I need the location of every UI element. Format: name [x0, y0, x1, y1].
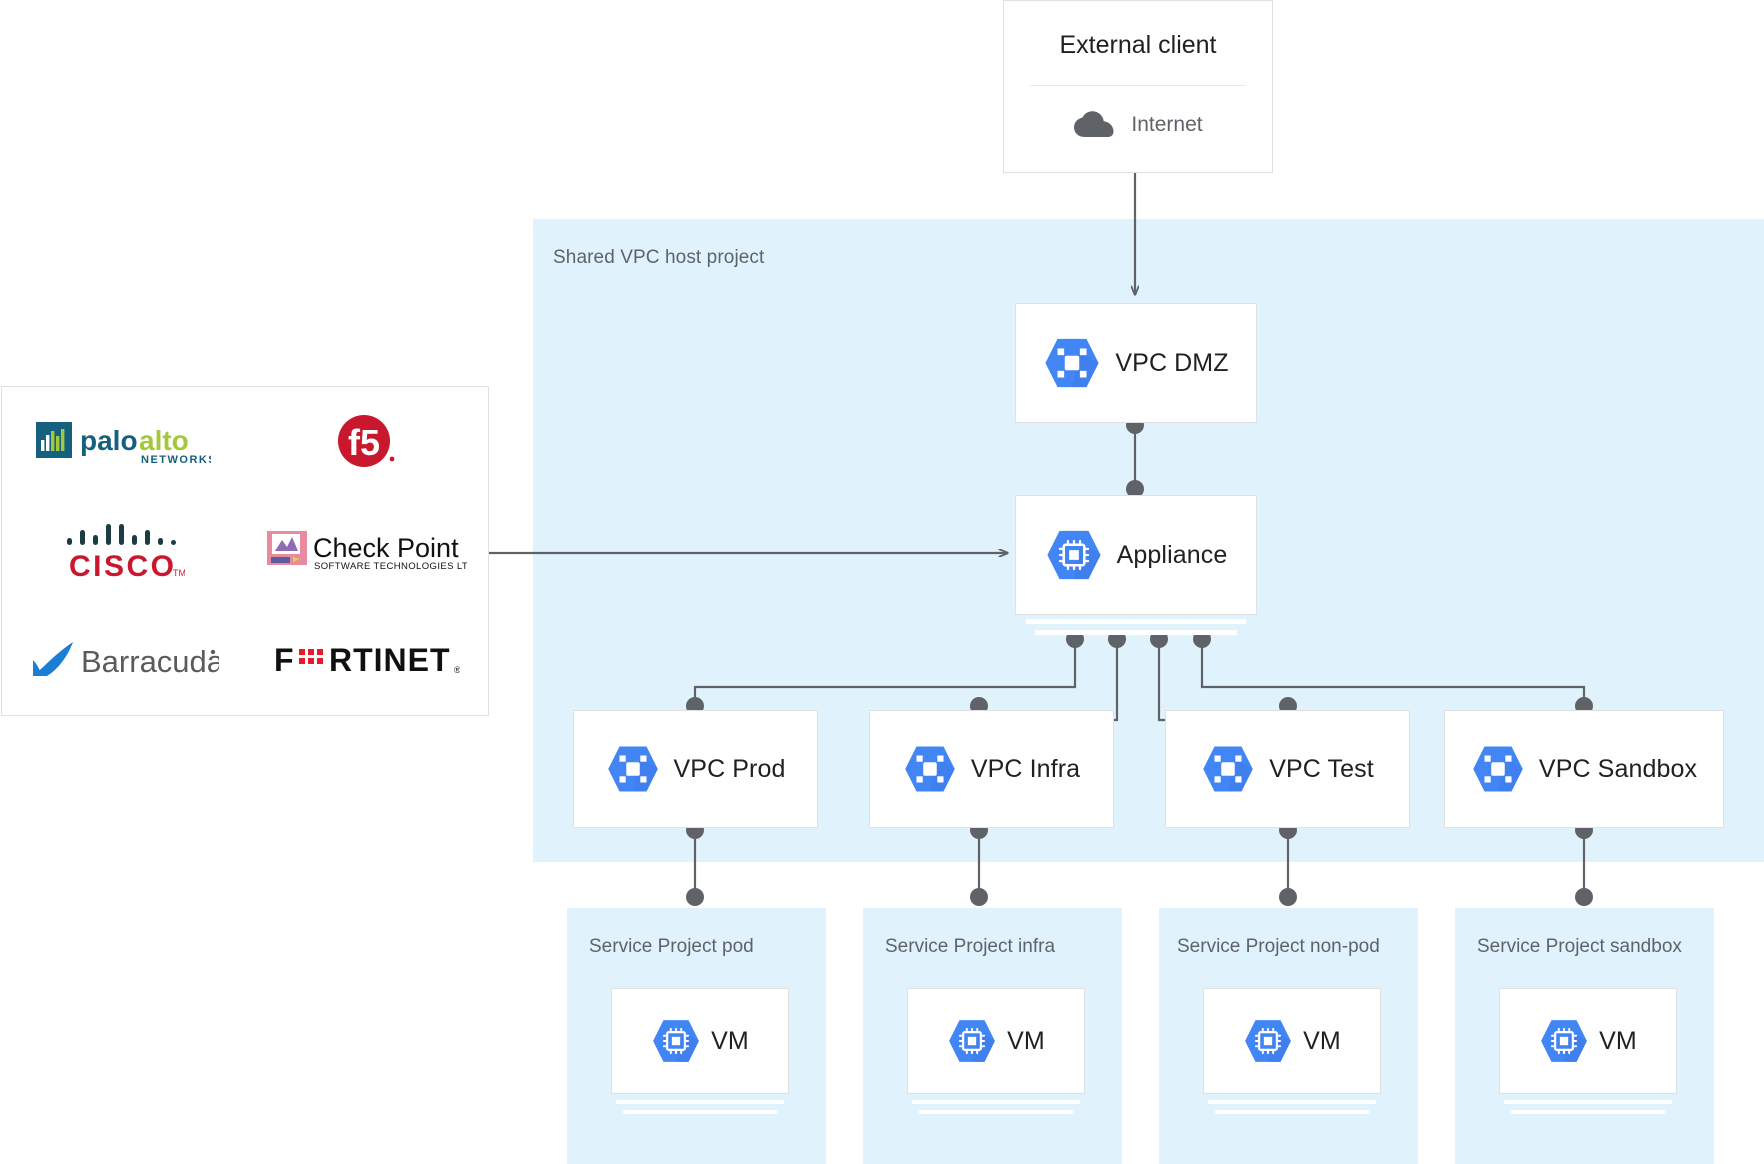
- cisco-logo: CISCO TM: [2, 496, 245, 605]
- node-label-vm-pod: VM: [711, 1026, 749, 1055]
- vm-stack-line-non-pod: [1208, 1100, 1376, 1104]
- node-label-vpc-dmz: VPC DMZ: [1115, 348, 1229, 377]
- vm-stack-line-pod: [616, 1100, 784, 1104]
- node-label-vpc-prod: VPC Prod: [673, 754, 786, 783]
- external-client-title: External client: [1059, 31, 1217, 59]
- palo-alto-networks-logo: palo alto NETWORKS: [2, 387, 245, 496]
- service-project-label-pod: Service Project pod: [589, 936, 754, 957]
- node-label-appliance: Appliance: [1116, 540, 1228, 569]
- service-project-label-non-pod: Service Project non-pod: [1177, 936, 1380, 957]
- external-client-network-row: Internet: [1004, 111, 1272, 139]
- vpc-network-icon: [903, 742, 957, 796]
- svg-text:alto: alto: [139, 425, 189, 456]
- fortinet-logo: F RTINET ®: [245, 606, 488, 715]
- vpc-network-icon: [1471, 742, 1525, 796]
- compute-vm-icon: [947, 1016, 997, 1066]
- vm-stack-line-infra: [912, 1100, 1080, 1104]
- vm-stack-line-non-pod-2: [1215, 1110, 1369, 1114]
- external-client-panel: External client Internet: [1003, 0, 1273, 173]
- shared-vpc-host-project-label: Shared VPC host project: [553, 247, 765, 268]
- node-appliance[interactable]: Appliance: [1015, 495, 1257, 615]
- vm-stack-line-sandbox: [1504, 1100, 1672, 1104]
- node-vpc-infra[interactable]: VPC Infra: [869, 710, 1114, 828]
- node-vm-pod[interactable]: VM: [611, 988, 789, 1094]
- node-vm-infra[interactable]: VM: [907, 988, 1085, 1094]
- svg-text:palo: palo: [80, 425, 138, 456]
- node-label-vpc-test: VPC Test: [1269, 754, 1374, 783]
- appliance-stack-line-1: [1026, 619, 1246, 624]
- svg-text:NETWORKS: NETWORKS: [141, 454, 211, 466]
- node-label-vm-sandbox: VM: [1599, 1026, 1637, 1055]
- appliance-vm-icon: [1045, 526, 1103, 584]
- node-label-vpc-sandbox: VPC Sandbox: [1538, 754, 1698, 783]
- svg-text:Check Point: Check Point: [313, 533, 459, 563]
- compute-vm-icon: [651, 1016, 701, 1066]
- vpc-network-icon: [1201, 742, 1255, 796]
- external-client-network-label: Internet: [1131, 113, 1203, 136]
- vm-stack-line-pod-2: [623, 1110, 777, 1114]
- barracuda-logo: Barracuda: [2, 606, 245, 715]
- cloud-icon: [1073, 111, 1115, 139]
- node-vpc-test[interactable]: VPC Test: [1165, 710, 1410, 828]
- svg-text:®: ®: [454, 665, 460, 675]
- compute-vm-icon: [1243, 1016, 1293, 1066]
- svg-text:f5: f5: [347, 422, 379, 463]
- vm-stack-line-sandbox-2: [1511, 1110, 1665, 1114]
- external-client-divider: [1030, 85, 1246, 86]
- appliance-stack-line-2: [1035, 630, 1237, 635]
- svg-text:SOFTWARE TECHNOLOGIES LTD.: SOFTWARE TECHNOLOGIES LTD.: [314, 561, 467, 572]
- service-project-label-infra: Service Project infra: [885, 936, 1056, 957]
- node-label-vm-non-pod: VM: [1303, 1026, 1341, 1055]
- node-vpc-prod[interactable]: VPC Prod: [573, 710, 818, 828]
- svg-text:CISCO: CISCO: [69, 550, 177, 582]
- vm-stack-line-infra-2: [919, 1110, 1073, 1114]
- vpc-network-icon: [606, 742, 660, 796]
- f5-logo: f5: [245, 387, 488, 496]
- svg-text:TM: TM: [173, 568, 185, 578]
- node-vpc-dmz[interactable]: VPC DMZ: [1015, 303, 1257, 423]
- ngfw-vendor-panel: palo alto NETWORKS f5: [1, 386, 489, 716]
- svg-text:Barracuda: Barracuda: [81, 644, 219, 679]
- node-vpc-sandbox[interactable]: VPC Sandbox: [1444, 710, 1724, 828]
- node-label-vm-infra: VM: [1007, 1026, 1045, 1055]
- node-label-vpc-infra: VPC Infra: [970, 754, 1081, 783]
- vpc-network-icon: [1043, 334, 1101, 392]
- svg-text:RTINET: RTINET: [329, 642, 451, 678]
- check-point-logo: Check Point SOFTWARE TECHNOLOGIES LTD.: [245, 496, 488, 605]
- node-vm-non-pod[interactable]: VM: [1203, 988, 1381, 1094]
- node-vm-sandbox[interactable]: VM: [1499, 988, 1677, 1094]
- compute-vm-icon: [1539, 1016, 1589, 1066]
- svg-text:F: F: [274, 642, 295, 678]
- service-project-label-sandbox: Service Project sandbox: [1477, 936, 1682, 957]
